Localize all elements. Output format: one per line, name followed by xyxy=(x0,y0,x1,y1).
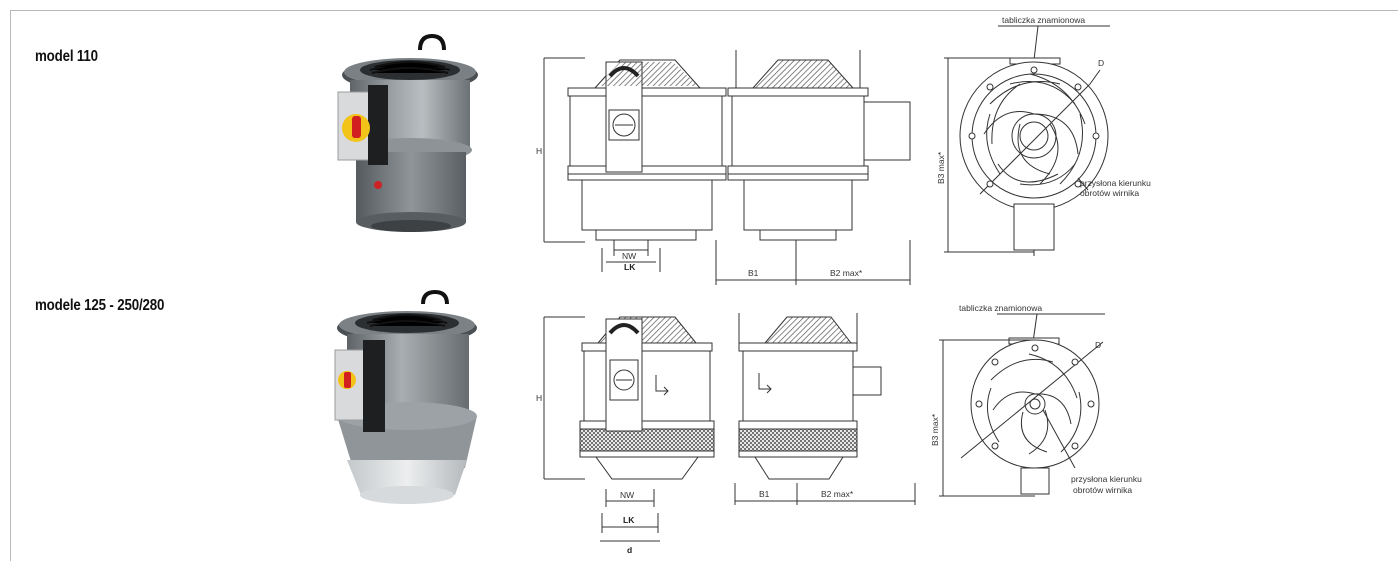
shutter-label-line1: przysłona kierunku xyxy=(1071,474,1142,484)
d-small-label: d xyxy=(627,545,632,555)
front-view-model-110: H NW LK xyxy=(536,57,727,272)
shutter-label-line2: obrotów wirnika xyxy=(1073,485,1132,495)
front-view-model-125-280: H NW LK d xyxy=(536,316,715,555)
lk-label: LK xyxy=(623,515,635,525)
model-110-label: model 110 xyxy=(35,48,98,65)
nameplate-label: tabliczka znamionowa xyxy=(1002,15,1085,25)
fan-photo-model-125-280 xyxy=(334,289,477,504)
shutter-label-line1: przysłona kierunku xyxy=(1080,178,1151,188)
height-label: H xyxy=(536,393,542,403)
side-view-model-125-280: B1 B2 max* xyxy=(734,313,916,505)
fan-photo-model-110 xyxy=(337,33,478,232)
b3-label: B3 max* xyxy=(936,151,946,184)
d-label: D xyxy=(1098,58,1104,68)
content-frame xyxy=(10,10,1398,561)
nw-label: NW xyxy=(620,490,634,500)
b2-label: B2 max* xyxy=(821,489,854,499)
b2-label: B2 max* xyxy=(830,268,863,278)
d-label: D xyxy=(1095,340,1101,350)
shutter-label-line2: obrotów wirnika xyxy=(1080,188,1139,198)
nw-label: NW xyxy=(622,251,636,261)
top-view-model-110: tabliczka znamionowa D przysłona kierunk… xyxy=(936,15,1151,256)
b1-label: B1 xyxy=(748,268,759,278)
nameplate-label: tabliczka znamionowa xyxy=(959,303,1042,313)
top-view-model-125-280: tabliczka znamionowa D przysłona kierunk… xyxy=(930,303,1142,497)
height-label: H xyxy=(536,146,542,156)
side-view-model-110: B1 B2 max* xyxy=(715,50,911,285)
b1-label: B1 xyxy=(759,489,770,499)
lk-label: LK xyxy=(624,262,636,272)
b3-label: B3 max* xyxy=(930,413,940,446)
model-125-250-label: modele 125 - 250/280 xyxy=(35,297,165,314)
